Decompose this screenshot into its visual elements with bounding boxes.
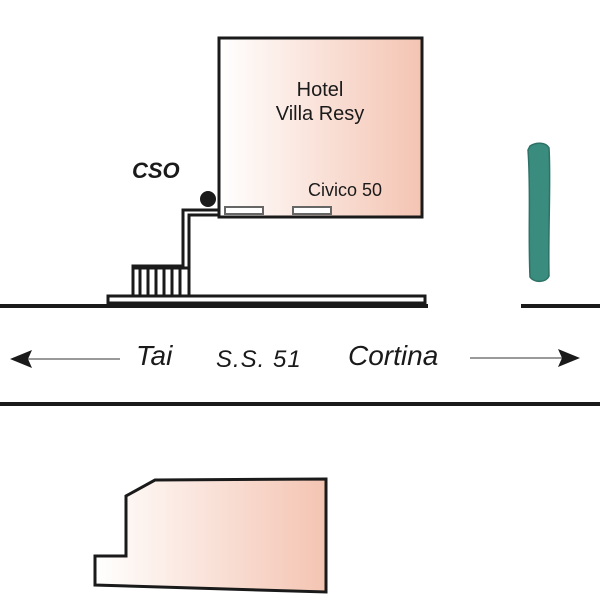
access-path-outer	[131, 208, 219, 296]
hotel-name-line1: Hotel	[296, 79, 344, 101]
stairs	[133, 266, 189, 296]
cso-marker[interactable]	[200, 191, 216, 207]
arrow-right-icon	[558, 349, 580, 367]
hedge-icon	[527, 142, 551, 283]
destination-right: Cortina	[348, 340, 439, 371]
arrow-left-icon	[10, 350, 32, 368]
hotel-building[interactable]	[217, 36, 424, 219]
lower-building[interactable]	[93, 477, 328, 594]
hotel-name: Hotel Villa Resy	[218, 78, 422, 126]
destination-left: Tai	[136, 340, 173, 371]
access-path-inner	[187, 213, 219, 296]
hotel-name-line2: Villa Resy	[275, 103, 365, 125]
sidewalk	[106, 294, 427, 305]
hotel-address: Civico 50	[308, 180, 383, 200]
road-name: S.S. 51	[216, 346, 302, 373]
hotel-entrance-2	[292, 206, 332, 215]
cso-label: CSO	[132, 158, 180, 183]
hotel-entrance-1	[224, 206, 264, 215]
